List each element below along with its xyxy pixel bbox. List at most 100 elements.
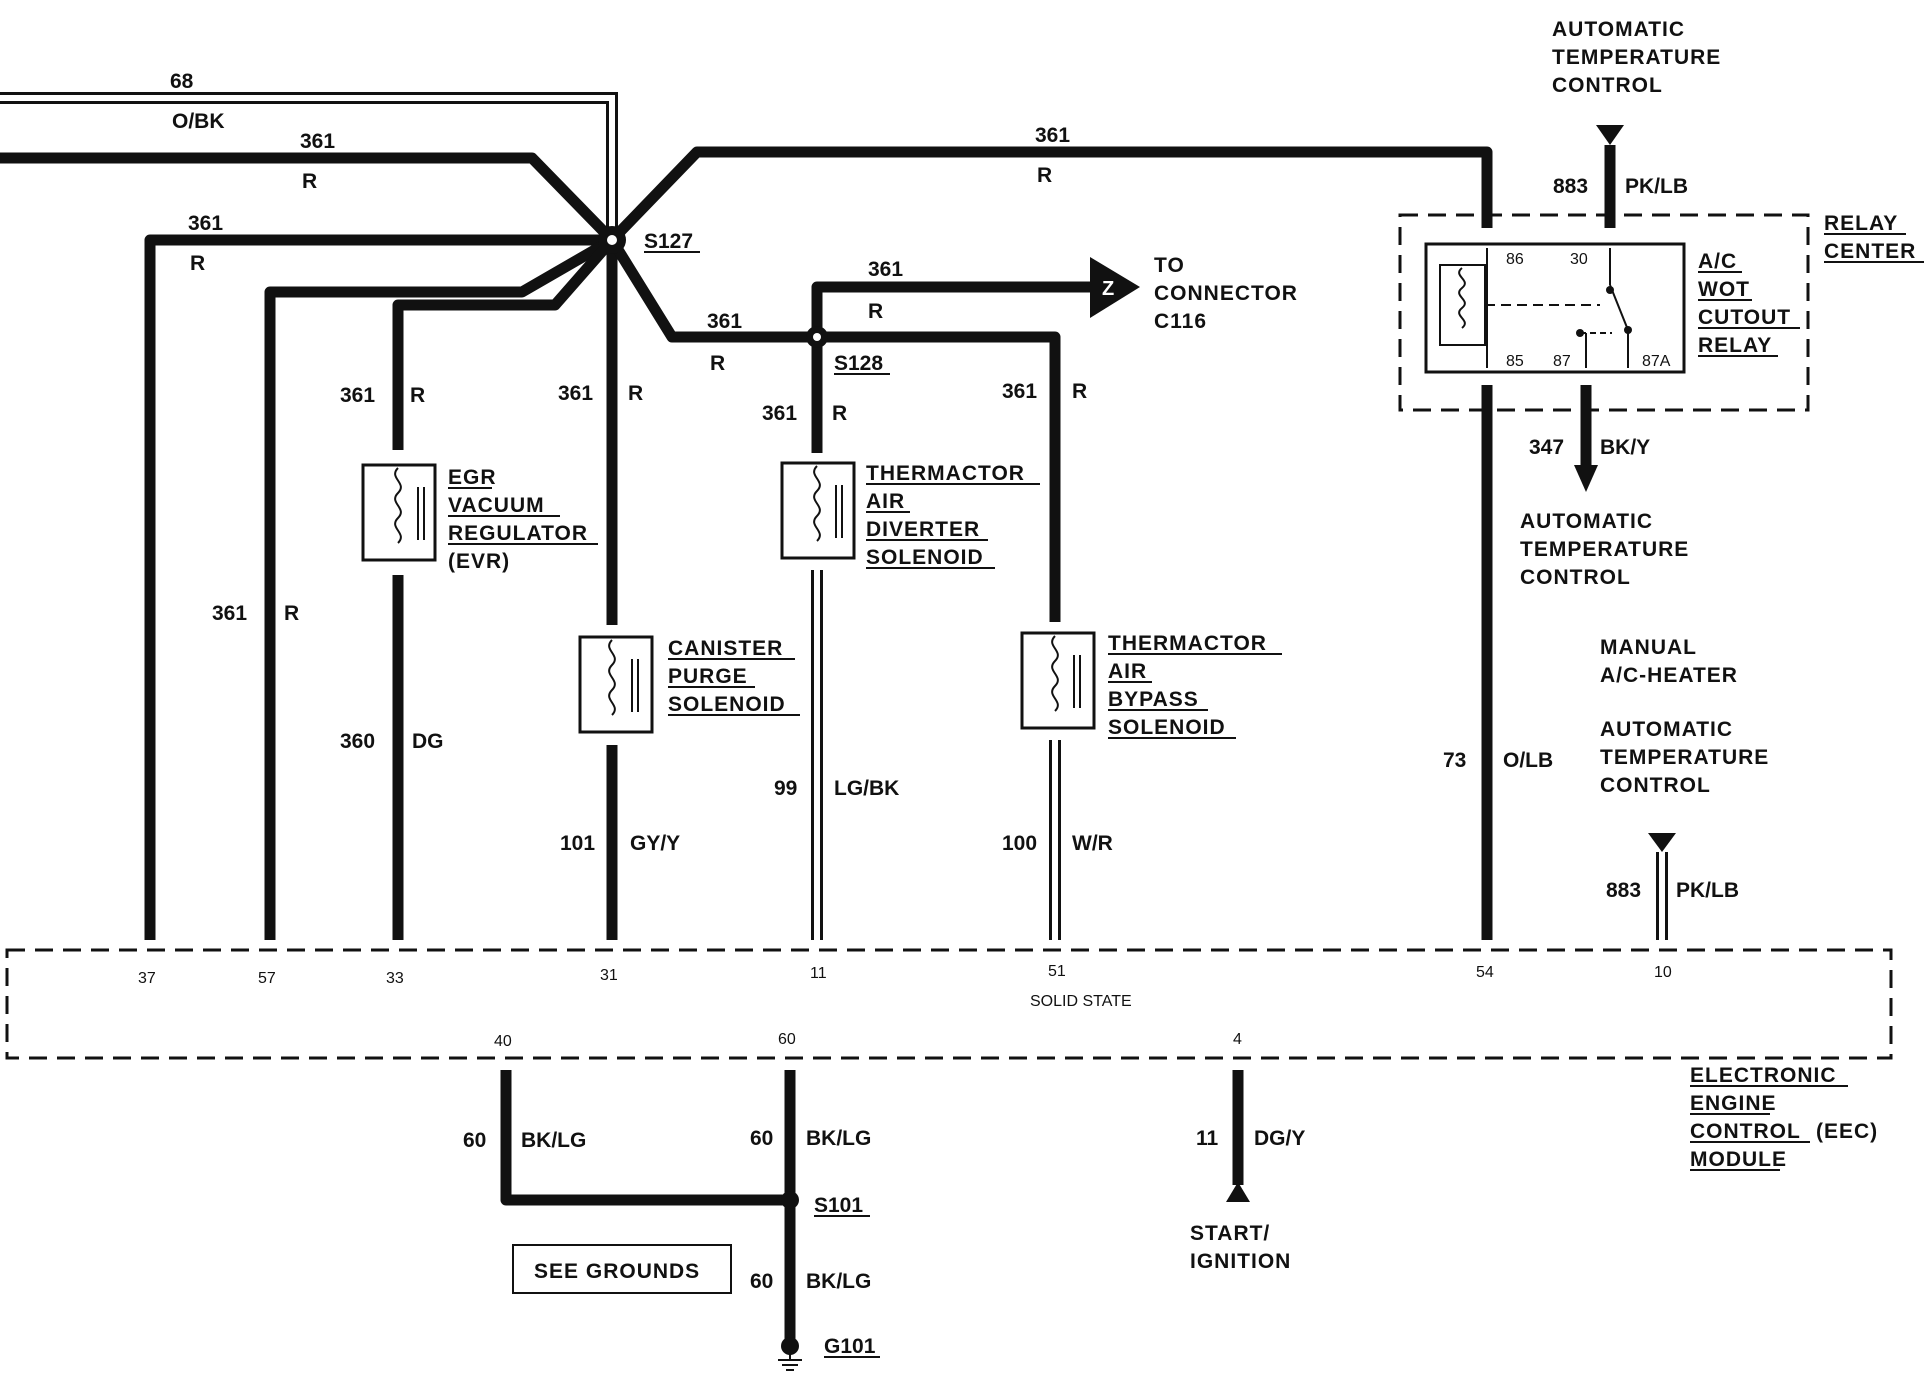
- relay-pin-85: 85: [1506, 353, 1524, 370]
- svg-text:CUTOUT: CUTOUT: [1698, 306, 1791, 329]
- wire-361-57-num: 361: [212, 602, 247, 625]
- diverter-solenoid: [780, 461, 856, 560]
- egr-solenoid: [361, 463, 437, 562]
- relay-pin-30: 30: [1570, 251, 1588, 268]
- svg-text:AIR: AIR: [866, 490, 905, 513]
- eec-pin-4: 4: [1233, 1031, 1242, 1048]
- manual-label: MANUAL A/C-HEATER: [1600, 636, 1738, 687]
- relay-label: A/C WOT CUTOUT RELAY: [1698, 250, 1800, 357]
- svg-text:A/C: A/C: [1698, 250, 1737, 273]
- wire-100-num: 100: [1002, 832, 1037, 855]
- wire-68: [0, 92, 618, 240]
- relay-pin-86: 86: [1506, 251, 1524, 268]
- wire-361-57-color: R: [284, 602, 299, 625]
- wire-60-a-color: BK/LG: [521, 1129, 586, 1152]
- wire-11-color: DG/Y: [1254, 1127, 1305, 1150]
- svg-text:PURGE: PURGE: [668, 665, 748, 688]
- wire-360-num: 360: [340, 730, 375, 753]
- eec-pin-54: 54: [1476, 964, 1494, 981]
- canister-solenoid: [578, 635, 654, 734]
- eec-pin-60: 60: [778, 1031, 796, 1048]
- bypass-label: THERMACTOR AIR BYPASS SOLENOID: [1108, 632, 1282, 739]
- wire-883-bottom-color: PK/LB: [1676, 879, 1739, 902]
- wire-60-c-color: BK/LG: [806, 1270, 871, 1293]
- wire-883-top-num: 883: [1553, 175, 1588, 198]
- relay-center-label: RELAY CENTER: [1824, 212, 1924, 263]
- z-label: Z: [1102, 278, 1114, 300]
- wire-361-div-num: 361: [762, 402, 797, 425]
- svg-text:(EEC): (EEC): [1816, 1120, 1878, 1143]
- svg-text:RELAY: RELAY: [1824, 212, 1898, 235]
- wire-99-num: 99: [774, 777, 797, 800]
- svg-text:CANISTER: CANISTER: [668, 637, 783, 660]
- svg-text:TEMPERATURE: TEMPERATURE: [1552, 46, 1721, 69]
- wire-361-div-color: R: [832, 402, 847, 425]
- wire-361-top-color: R: [302, 170, 317, 193]
- start-ignition-arrow: [1226, 1182, 1250, 1202]
- eec-pin-31: 31: [600, 967, 618, 984]
- svg-text:AUTOMATIC: AUTOMATIC: [1520, 510, 1653, 533]
- eec-pin-33: 33: [386, 970, 404, 987]
- canister-label: CANISTER PURGE SOLENOID: [668, 637, 800, 716]
- svg-text:ENGINE: ENGINE: [1690, 1092, 1777, 1115]
- svg-text:A/C-HEATER: A/C-HEATER: [1600, 664, 1738, 687]
- to-connector-label: TO CONNECTOR C116: [1154, 254, 1297, 333]
- wire-60-a-num: 60: [463, 1129, 486, 1152]
- see-grounds-label[interactable]: SEE GROUNDS: [534, 1260, 700, 1283]
- svg-text:TO: TO: [1154, 254, 1185, 277]
- wire-73-color: O/LB: [1503, 749, 1553, 772]
- wire-347-num: 347: [1529, 436, 1564, 459]
- wire-361-57: [264, 235, 615, 940]
- ground-icon: [778, 1352, 802, 1371]
- svg-text:C116: C116: [1154, 310, 1207, 333]
- svg-text:DIVERTER: DIVERTER: [866, 518, 980, 541]
- ground-g101-dot: [781, 1337, 799, 1355]
- wire-361-can-num: 361: [558, 382, 593, 405]
- svg-text:AUTOMATIC: AUTOMATIC: [1552, 18, 1685, 41]
- egr-label: EGR VACUUM REGULATOR (EVR): [448, 466, 598, 573]
- wire-68-num: 68: [170, 70, 194, 93]
- wire-361-left-color: R: [190, 252, 205, 275]
- eec-pin-37: 37: [138, 970, 156, 987]
- wire-101-num: 101: [560, 832, 595, 855]
- wire-60-b-num: 60: [750, 1127, 773, 1150]
- relay-pin-87a: 87A: [1642, 353, 1671, 370]
- wire-99-color: LG/BK: [834, 777, 899, 800]
- svg-text:RELAY: RELAY: [1698, 334, 1772, 357]
- diverter-label: THERMACTOR AIR DIVERTER SOLENOID: [866, 462, 1040, 569]
- wire-361-s128: [607, 237, 817, 343]
- svg-text:EGR: EGR: [448, 466, 497, 489]
- wire-361-byp-num: 361: [1002, 380, 1037, 403]
- wire-100-color: W/R: [1072, 832, 1113, 855]
- connector-c116-arrow: Z: [1090, 257, 1140, 318]
- wire-361-egr-color: R: [410, 384, 425, 407]
- ground-g101-label: G101: [824, 1335, 876, 1358]
- svg-text:MANUAL: MANUAL: [1600, 636, 1697, 659]
- svg-text:CONTROL: CONTROL: [1552, 74, 1663, 97]
- svg-text:TEMPERATURE: TEMPERATURE: [1600, 746, 1769, 769]
- wire-361-s128-color: R: [710, 352, 725, 375]
- wire-361-top-num: 361: [300, 130, 335, 153]
- wire-361-c116-color: R: [868, 300, 883, 323]
- wire-883-top-color: PK/LB: [1625, 175, 1688, 198]
- wire-361-s128-num: 361: [707, 310, 742, 333]
- wire-361-byp-color: R: [1072, 380, 1087, 403]
- svg-text:CENTER: CENTER: [1824, 240, 1916, 263]
- svg-text:THERMACTOR: THERMACTOR: [1108, 632, 1267, 655]
- svg-text:CONTROL: CONTROL: [1600, 774, 1711, 797]
- atc-top-label: AUTOMATIC TEMPERATURE CONTROL: [1552, 18, 1721, 97]
- wire-361-can-color: R: [628, 382, 643, 405]
- splice-s101-label: S101: [814, 1194, 863, 1217]
- wire-347-arrow: [1574, 465, 1598, 492]
- wire-60-a: [500, 1070, 790, 1206]
- wire-101-color: GY/Y: [630, 832, 680, 855]
- see-grounds-box[interactable]: [512, 1244, 732, 1294]
- svg-text:SOLENOID: SOLENOID: [1108, 716, 1226, 739]
- splice-s101-dot: [781, 1191, 799, 1209]
- start-ignition-label: START/ IGNITION: [1190, 1222, 1290, 1273]
- wire-361-left-num: 361: [188, 212, 223, 235]
- eec-pin-10: 10: [1654, 964, 1672, 981]
- wire-68-color: O/BK: [172, 110, 225, 133]
- wot-cutout-relay: [1424, 242, 1686, 374]
